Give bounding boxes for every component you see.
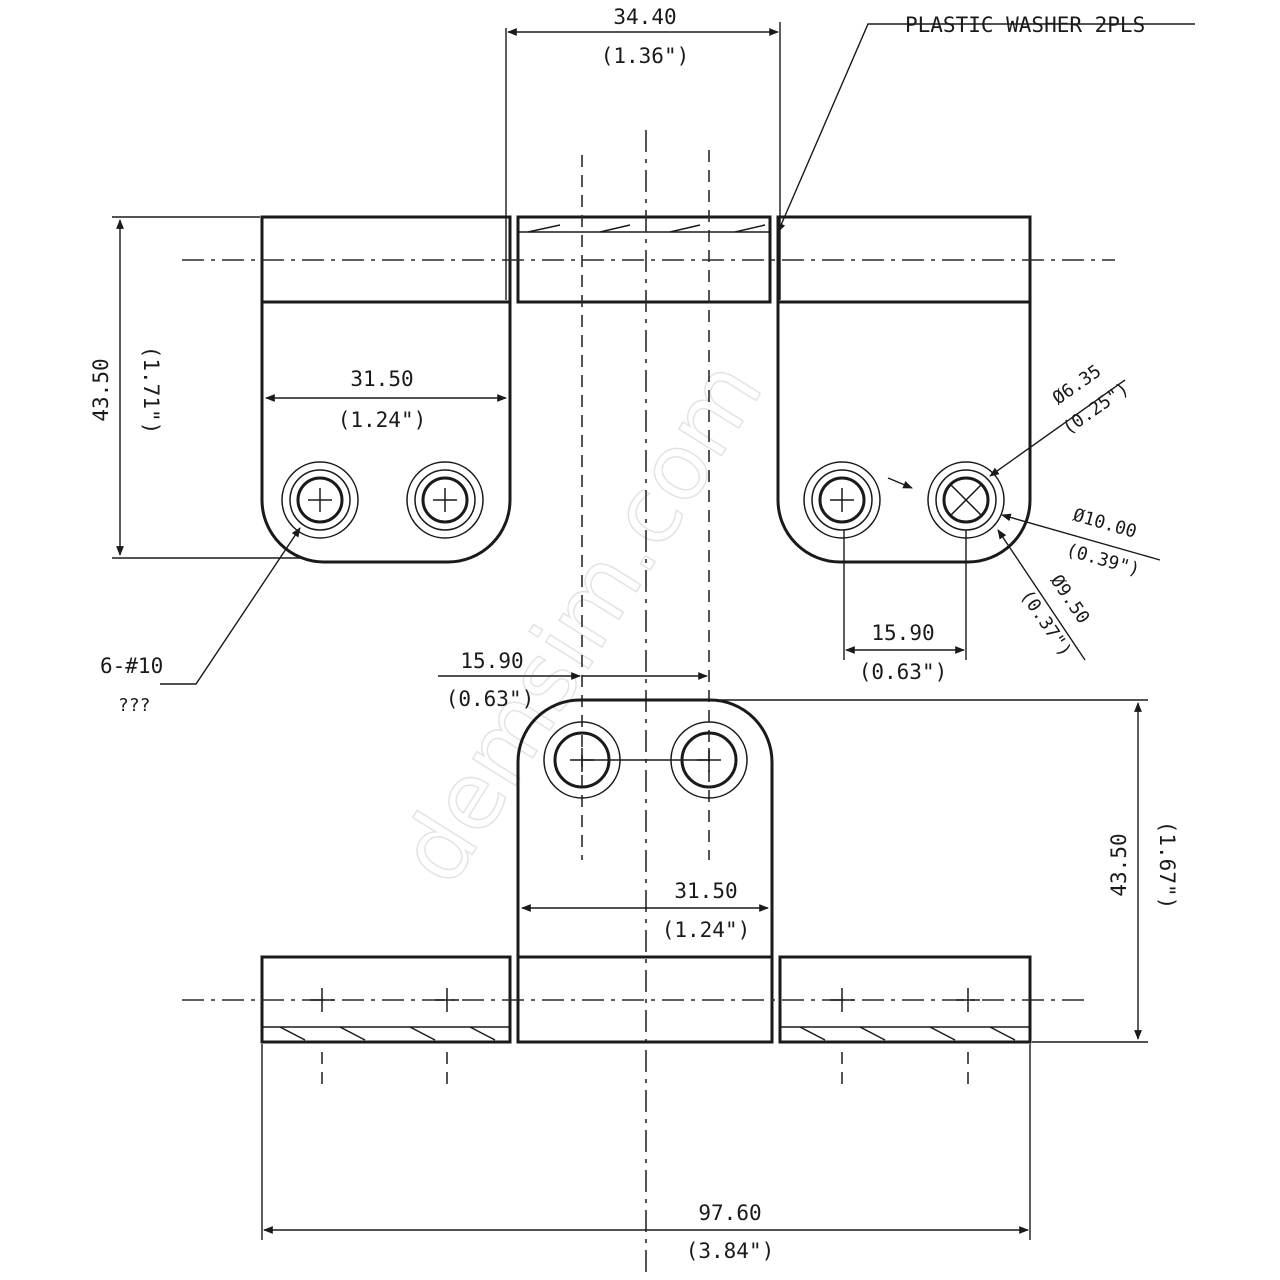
dim-leaf-width-inch: (1.24") <box>338 408 427 432</box>
top-left-leaf-outline <box>260 215 512 564</box>
dim-hole-pitch-right: 15.90 (0.63") <box>843 530 967 684</box>
dim-leaf-width: 31.50 (1.24") <box>265 367 507 432</box>
dim-head-dia-inch: (0.39") <box>1064 540 1143 581</box>
dim-tab-width-inch: (1.24") <box>662 918 751 942</box>
watermark: demsim.com <box>378 342 783 902</box>
dim-hole-pitch-right-value: 15.90 <box>871 621 934 645</box>
dim-right-height-value: 43.50 <box>1107 833 1131 896</box>
top-right-hole-1 <box>803 461 881 539</box>
washer-note-text: PLASTIC WASHER 2PLS <box>905 13 1145 37</box>
bottom-hole-axis-marks <box>310 988 980 1085</box>
top-right-leaf-outline <box>776 215 1032 564</box>
dim-top-width-inch: (1.36") <box>601 44 690 68</box>
top-left-hole-1 <box>281 461 359 539</box>
dim-csk-dia: Ø6.35 (0.25") <box>989 361 1133 477</box>
dim-tab-width-value: 31.50 <box>674 879 737 903</box>
screw-note-text: 6-#10 <box>100 654 163 678</box>
dim-right-height-inch: (1.67") <box>1155 821 1179 910</box>
top-washer-hatch <box>527 224 766 233</box>
top-left-hole-2 <box>406 461 484 539</box>
hole-leader-arrow <box>887 477 913 489</box>
dim-right-height: 43.50 (1.67") <box>712 699 1179 1043</box>
dim-overall-width-value: 97.60 <box>698 1201 761 1225</box>
dim-hole-pitch-mid-value: 15.90 <box>460 649 523 673</box>
dim-head-dia: Ø10.00 (0.39") <box>1001 505 1161 581</box>
screw-note-qty: ??? <box>118 695 151 716</box>
bottom-tab-outline <box>516 698 774 957</box>
dim-overall-width: 97.60 (3.84") <box>261 1044 1031 1263</box>
dim-left-height-value: 43.50 <box>89 358 113 421</box>
dim-hole-pitch-mid: 15.90 (0.63") <box>438 649 708 711</box>
dim-leaf-width-value: 31.50 <box>350 367 413 391</box>
top-view <box>182 215 1115 564</box>
bottom-view <box>182 698 1088 1085</box>
screw-note: 6-#10 ??? <box>100 527 301 716</box>
dim-hole-pitch-right-inch: (0.63") <box>859 660 948 684</box>
dim-overall-width-inch: (3.84") <box>686 1239 775 1263</box>
dim-tab-width: 31.50 (1.24") <box>521 879 769 942</box>
dim-top-width-value: 34.40 <box>613 5 676 29</box>
dim-hole-pitch-mid-inch: (0.63") <box>446 687 535 711</box>
dim-top-width: 34.40 (1.36") <box>505 5 781 300</box>
dim-left-height: 43.50 (1.71") <box>89 216 300 559</box>
washer-note: PLASTIC WASHER 2PLS <box>777 13 1195 233</box>
dim-left-height-inch: (1.71") <box>139 346 163 435</box>
bottom-washer-hatch <box>279 1026 1016 1041</box>
